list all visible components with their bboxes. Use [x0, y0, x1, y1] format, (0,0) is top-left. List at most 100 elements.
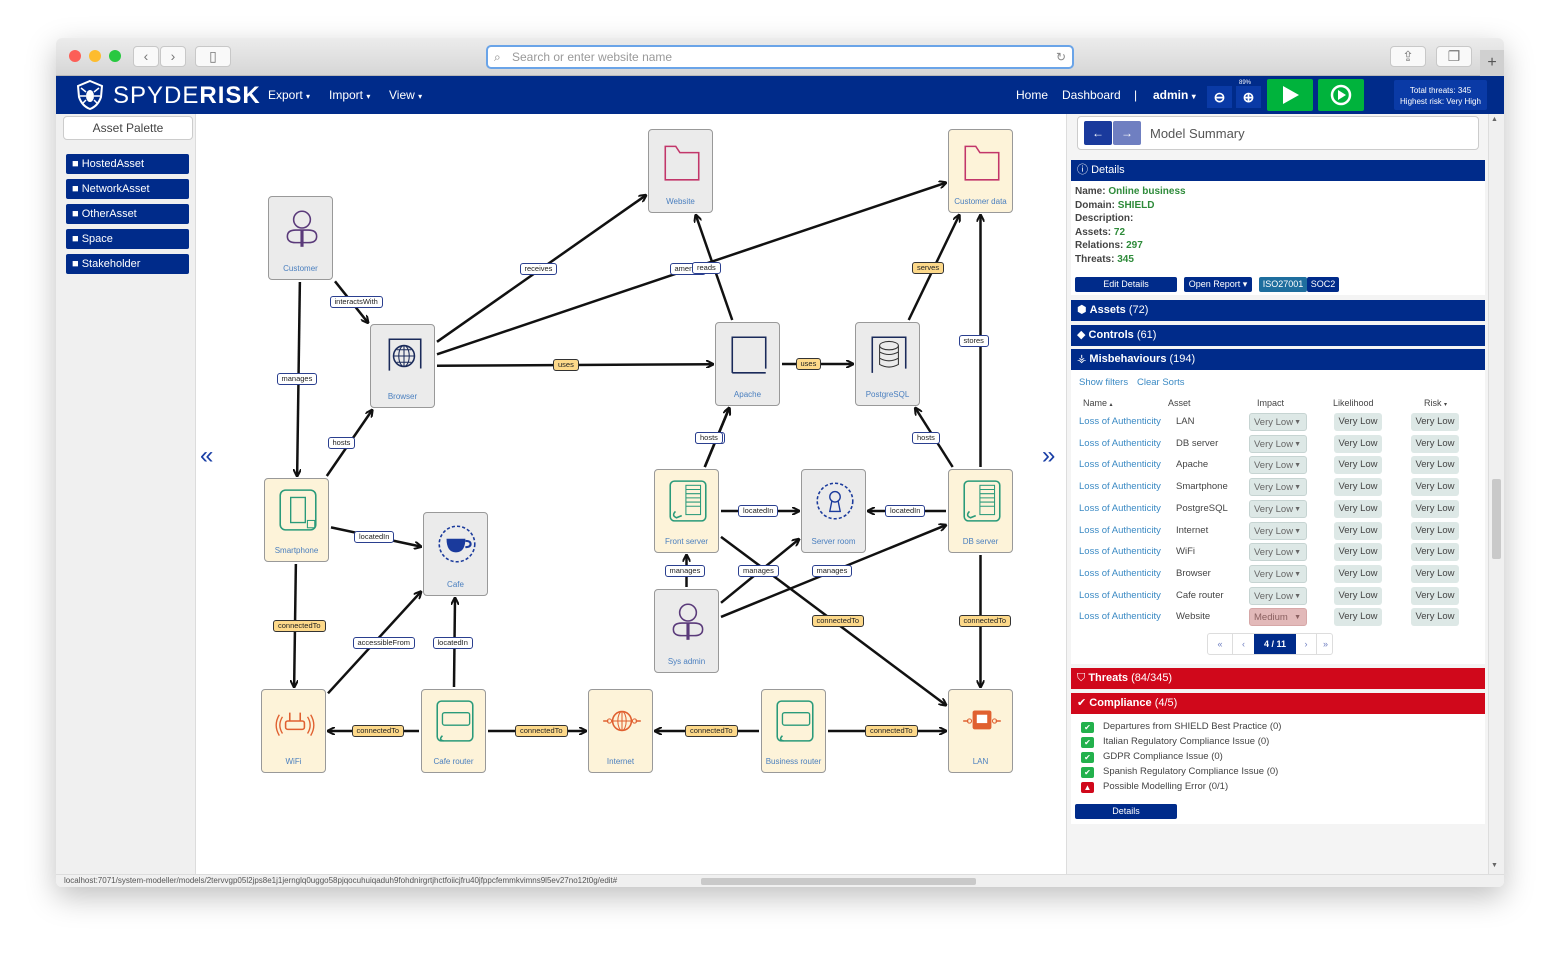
relation-label[interactable]: manages [811, 565, 853, 577]
misbehaviour-name-link[interactable]: Loss of Authenticity [1079, 416, 1161, 427]
open-report-button[interactable]: Open Report ▾ [1184, 277, 1252, 292]
relation-label[interactable]: uses [795, 358, 822, 370]
edit-details-button[interactable]: Edit Details [1075, 277, 1177, 292]
misbehaviour-name-link[interactable]: Loss of Authenticity [1079, 589, 1161, 601]
relation-label[interactable]: interactsWith [329, 296, 383, 308]
assets-header[interactable]: ⬢ Assets (72) [1071, 300, 1485, 321]
scrollbar-thumb[interactable] [1492, 479, 1501, 559]
impact-select[interactable]: Very Low▼ [1249, 521, 1307, 540]
asset-node-internet[interactable]: Internet [588, 689, 653, 773]
impact-select[interactable]: Medium▼ [1249, 608, 1307, 627]
nav-dashboard-link[interactable]: Dashboard [1062, 88, 1121, 102]
asset-node-customer-data[interactable]: Customer data [948, 129, 1013, 213]
relation-label[interactable]: accessibleFrom [352, 636, 416, 649]
menu-import[interactable]: Import ▾ [329, 88, 370, 102]
asset-node-smartphone[interactable]: Smartphone [264, 478, 329, 562]
zoom-in-button[interactable]: ⊕ [1236, 86, 1261, 108]
relation-label[interactable]: connectedTo [515, 725, 568, 737]
user-menu[interactable]: admin ▾ [1153, 88, 1196, 102]
relation-label[interactable]: hosts [695, 431, 723, 444]
relation-label[interactable]: locatedIn [354, 531, 395, 543]
relation-label[interactable]: connectedTo [865, 725, 918, 737]
impact-select[interactable]: Very Low▼ [1249, 413, 1307, 431]
run-validation-button[interactable] [1267, 79, 1313, 111]
tabs-button[interactable]: ❐ [1436, 46, 1472, 67]
relation-label[interactable]: locatedIn [738, 505, 779, 517]
run-risk-calc-button[interactable] [1318, 79, 1364, 111]
collapse-palette-button[interactable]: « [200, 442, 214, 469]
url-input[interactable]: ⌕ Search or enter website name ↻ [486, 45, 1074, 69]
relation-label[interactable]: hosts [327, 437, 356, 449]
asset-node-browser[interactable]: Browser [370, 324, 435, 408]
misbehaviour-name-link[interactable]: Loss of Authenticity [1079, 567, 1161, 579]
asset-node-server-room[interactable]: Server room [801, 469, 866, 553]
col-likelihood[interactable]: Likelihood [1333, 398, 1374, 408]
pager-prev[interactable]: ‹ [1232, 634, 1254, 654]
menu-view[interactable]: View ▾ [389, 88, 422, 102]
relation-label[interactable]: connectedTo [685, 725, 738, 737]
impact-select[interactable]: Very Low▼ [1249, 543, 1307, 562]
relation-label[interactable]: connectedTo [273, 619, 326, 632]
misbehaviours-header[interactable]: ⚶ Misbehaviours (194) [1071, 349, 1485, 370]
palette-item-space[interactable]: ■ Space [66, 229, 189, 249]
palette-item-network-asset[interactable]: ■ NetworkAsset [66, 179, 189, 199]
misbehaviour-name-link[interactable]: Loss of Authenticity [1079, 481, 1161, 493]
palette-item-other-asset[interactable]: ■ OtherAsset [66, 204, 189, 224]
relation-label[interactable]: locatedIn [432, 636, 473, 649]
asset-node-website[interactable]: Website [648, 129, 713, 213]
pager-next[interactable]: › [1304, 639, 1308, 649]
col-impact[interactable]: Impact [1257, 398, 1285, 408]
compliance-item[interactable]: ✔Spanish Regulatory Compliance Issue (0) [1081, 766, 1381, 780]
compliance-item[interactable]: ✔Departures from SHIELD Best Practice (0… [1081, 721, 1381, 735]
compliance-details-button[interactable]: Details [1075, 804, 1177, 819]
back-button[interactable]: ← [1084, 121, 1112, 145]
asset-node-lan[interactable]: LAN [948, 689, 1013, 773]
maximize-window-button[interactable] [109, 50, 121, 62]
misbehaviour-name-link[interactable]: Loss of Authenticity [1079, 546, 1161, 558]
brand-name[interactable]: SPYDERISK [113, 82, 261, 110]
misbehaviour-name-link[interactable]: Loss of Authenticity [1079, 459, 1161, 471]
details-header[interactable]: ⓘ Details [1071, 160, 1485, 181]
tag-iso27001[interactable]: ISO27001 [1259, 277, 1307, 292]
asset-node-cafe-router[interactable]: Cafe router [421, 689, 486, 773]
back-nav-button[interactable]: ‹ [133, 46, 159, 67]
relation-label[interactable]: locatedIn [885, 505, 926, 517]
new-tab-button[interactable]: + [1480, 50, 1504, 76]
col-asset[interactable]: Asset [1168, 398, 1191, 408]
impact-select[interactable]: Very Low▼ [1249, 456, 1307, 475]
relation-label[interactable]: hosts [912, 431, 940, 444]
impact-select[interactable]: Very Low▼ [1249, 434, 1307, 453]
menu-export[interactable]: Export ▾ [268, 88, 310, 102]
compliance-item[interactable]: ▲Possible Modelling Error (0/1) [1081, 781, 1381, 795]
relation-label[interactable]: receives [519, 262, 558, 275]
threats-header[interactable]: ⛉ Threats (84/345) [1071, 668, 1485, 689]
scroll-down-icon[interactable]: ▼ [1491, 862, 1498, 869]
relation-label[interactable]: connectedTo [958, 615, 1012, 627]
clear-sorts-link[interactable]: Clear Sorts [1137, 377, 1185, 388]
impact-select[interactable]: Very Low▼ [1249, 478, 1307, 497]
horizontal-scrollbar-thumb[interactable] [701, 878, 976, 885]
relation-label[interactable]: uses [553, 359, 579, 371]
reload-icon[interactable]: ↻ [1055, 50, 1066, 64]
asset-node-db-server[interactable]: DB server [948, 469, 1013, 553]
share-button[interactable]: ⇪ [1390, 46, 1426, 67]
misbehaviour-name-link[interactable]: Loss of Authenticity [1079, 502, 1161, 514]
impact-select[interactable]: Very Low▼ [1249, 586, 1307, 605]
pager-first[interactable]: « [1217, 639, 1223, 649]
close-window-button[interactable] [69, 50, 81, 62]
misbehaviour-name-link[interactable]: Loss of Authenticity [1079, 524, 1161, 536]
relation-label[interactable]: stores [958, 335, 989, 347]
asset-node-postgresql[interactable]: PostgreSQL [855, 322, 920, 406]
relation-label[interactable]: manages [276, 373, 318, 385]
impact-select[interactable]: Very Low▼ [1249, 564, 1307, 583]
asset-palette-title[interactable]: Asset Palette [63, 116, 193, 140]
relation-label[interactable]: manages [664, 565, 706, 577]
asset-node-apache[interactable]: Apache [715, 322, 780, 406]
relation-label[interactable]: connectedTo [811, 615, 865, 627]
misbehaviour-name-link[interactable]: Loss of Authenticity [1079, 611, 1161, 623]
tag-soc2[interactable]: SOC2 [1307, 277, 1339, 292]
relation-label[interactable]: connectedTo [351, 725, 405, 737]
asset-node-wifi[interactable]: WiFi [261, 689, 326, 773]
asset-node-cafe[interactable]: Cafe [423, 512, 488, 596]
